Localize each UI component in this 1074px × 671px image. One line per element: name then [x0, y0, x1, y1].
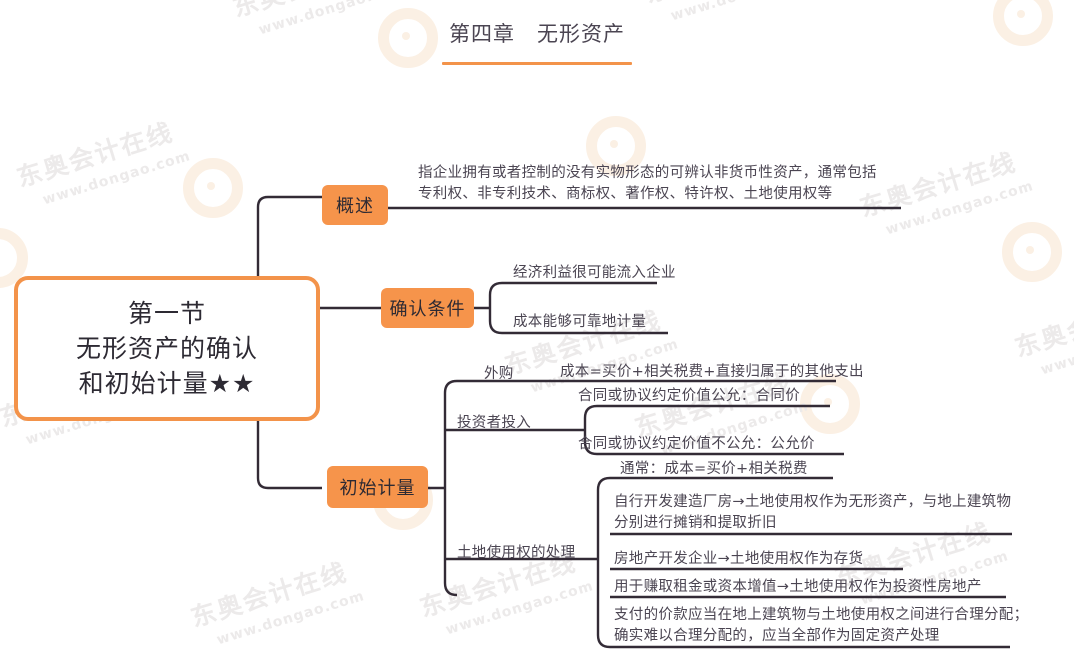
- branch-to-overview: [256, 195, 322, 208]
- initial-fork-vertical: [443, 379, 458, 597]
- conditions-item: 成本能够可靠地计量: [513, 314, 647, 330]
- overview-text: 指企业拥有或者控制的没有实物形态的可辨认非货币性资产，通常包括 专利权、非专利技…: [418, 165, 877, 202]
- investor-item: 合同或协议约定价值不公允：公允价: [578, 436, 815, 452]
- node-conditions[interactable]: 确认条件: [381, 288, 474, 328]
- landuse-fork-vertical: [596, 476, 611, 649]
- landuse-item: 自行开发建造厂房→土地使用权作为无形资产，与地上建筑物 分别进行摊销和提取折旧: [614, 494, 1012, 531]
- node-overview[interactable]: 概述: [322, 185, 388, 225]
- landuse-label: 土地使用权的处理: [457, 545, 576, 561]
- node-initial-measurement[interactable]: 初始计量: [327, 466, 428, 508]
- root-node[interactable]: 第一节 无形资产的确认 和初始计量★★: [14, 276, 320, 421]
- node-initial-measurement-label: 初始计量: [339, 478, 416, 499]
- node-conditions-label: 确认条件: [389, 299, 466, 320]
- purchase-text: 成本=买价+相关税费+直接归属于的其他支出: [560, 364, 864, 380]
- title-underline: [442, 62, 632, 65]
- landuse-item: 房地产开发企业→土地使用权作为存货: [614, 551, 864, 567]
- node-overview-label: 概述: [336, 196, 374, 217]
- purchase-label: 外购: [484, 366, 514, 382]
- investor-fork: [583, 404, 844, 456]
- investor-label: 投资者投入: [457, 415, 531, 431]
- branch-to-initial: [256, 477, 322, 490]
- conditions-fork: [488, 281, 668, 335]
- root-line-3: 和初始计量★★: [78, 369, 256, 398]
- investor-item: 合同或协议约定价值公允：合同价: [578, 388, 800, 404]
- landuse-item: 支付的价款应当在地上建筑物与土地使用权之间进行合理分配； 确实难以合理分配的，应…: [614, 607, 1029, 644]
- conditions-item: 经济利益很可能流入企业: [513, 265, 676, 281]
- page-header: 第四章 无形资产: [0, 18, 1074, 65]
- landuse-item: 用于赚取租金或资本增值→土地使用权作为投资性房地产: [614, 579, 982, 595]
- page-title: 第四章 无形资产: [449, 22, 625, 46]
- root-line-1: 第一节: [127, 299, 206, 328]
- landuse-item: 通常：成本=买价+相关税费: [620, 461, 808, 477]
- root-line-2: 无形资产的确认: [75, 334, 258, 363]
